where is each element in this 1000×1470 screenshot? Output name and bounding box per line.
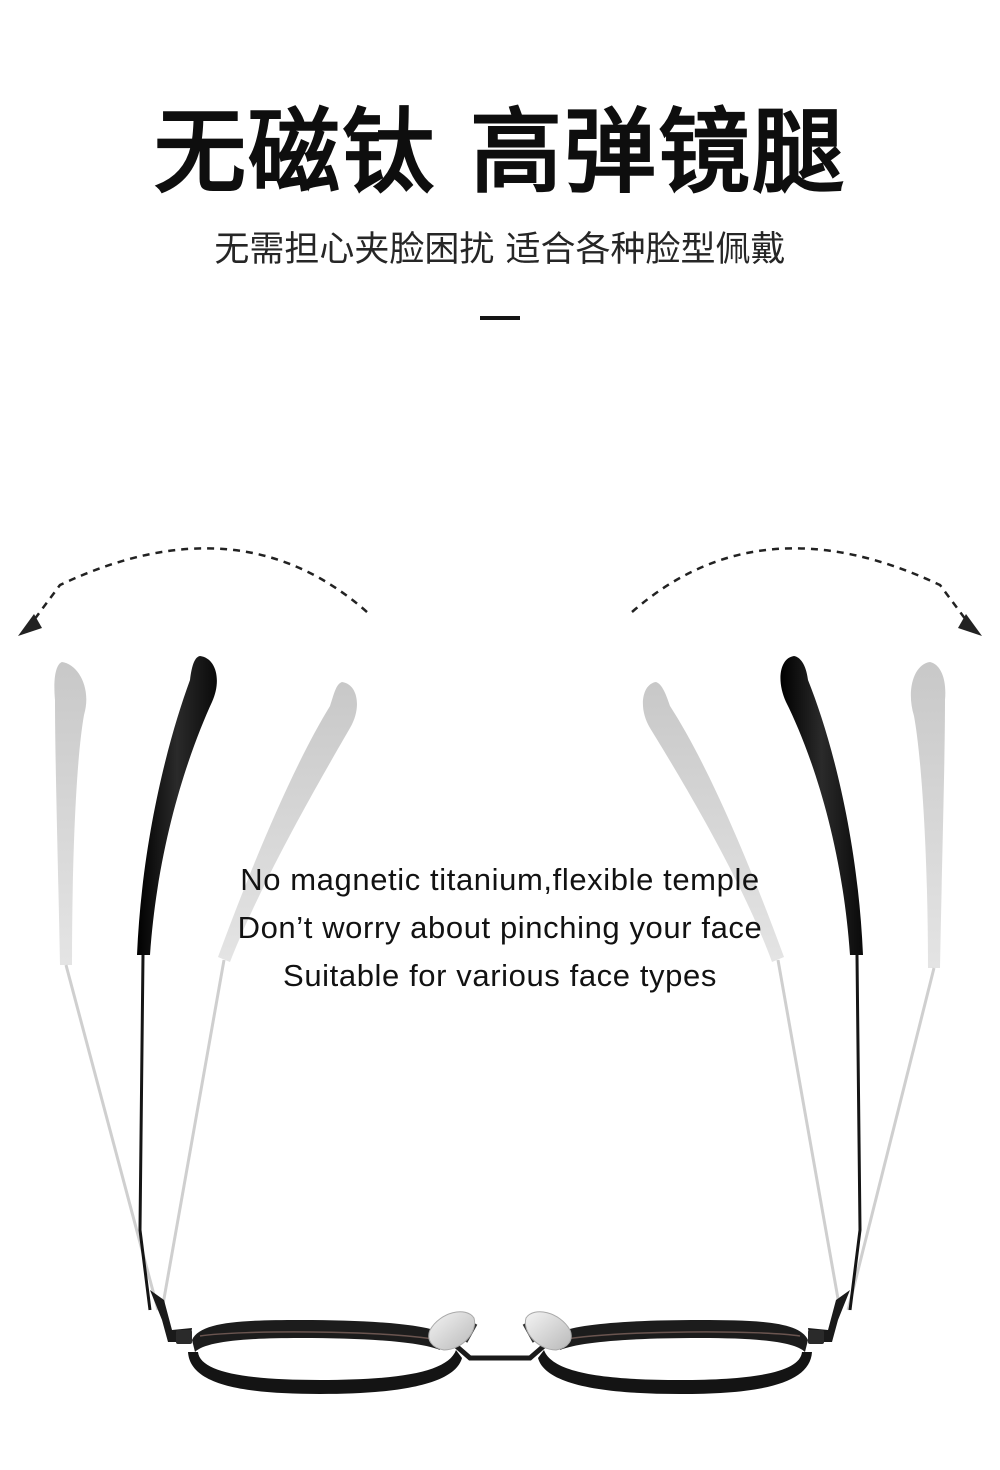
right-temple-ghost-outer xyxy=(846,662,946,1311)
left-hinge xyxy=(150,1290,192,1344)
english-description: No magnetic titanium,flexible temple Don… xyxy=(0,856,1000,1000)
left-temple-black xyxy=(137,656,217,1311)
subheadline: 无需担心夹脸困扰 适合各种脸型佩戴 xyxy=(214,230,786,270)
right-temple-black xyxy=(780,656,863,1311)
right-lens-rim xyxy=(538,1320,812,1394)
left-temple-ghost-inner xyxy=(160,682,357,1311)
right-temple-ghost-inner xyxy=(642,682,842,1311)
right-nose-pad xyxy=(524,1311,572,1351)
left-lens-rim xyxy=(188,1320,462,1394)
headline: 无磁钛 高弹镜腿 xyxy=(153,99,847,206)
dashed-curved-arrow-right-icon xyxy=(631,547,982,636)
english-line-2: Don’t worry about pinching your face xyxy=(237,910,763,945)
title-divider xyxy=(480,316,520,320)
english-line-1: No magnetic titanium,flexible temple xyxy=(240,862,760,897)
left-nose-pad xyxy=(428,1311,476,1351)
dashed-curved-arrow-left-icon xyxy=(18,547,368,636)
right-hinge xyxy=(808,1290,850,1344)
english-line-3: Suitable for various face types xyxy=(283,958,717,993)
